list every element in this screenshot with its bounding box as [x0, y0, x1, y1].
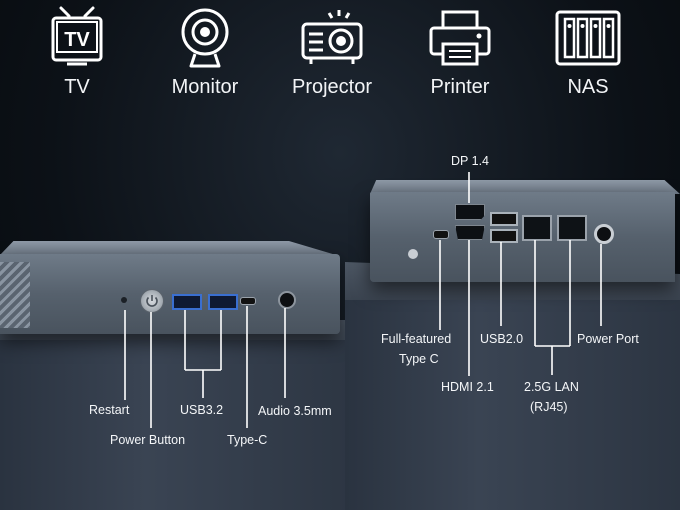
label-audio: Audio 3.5mm	[258, 404, 332, 418]
front-device-lid	[0, 241, 336, 255]
power-jack	[594, 224, 614, 244]
usb32-port-2	[208, 294, 238, 310]
device-label: Monitor	[171, 76, 239, 98]
rear-screw	[408, 249, 418, 259]
usb20-port-1	[490, 212, 518, 226]
svg-text:TV: TV	[64, 29, 90, 51]
usb20-port-2	[490, 229, 518, 243]
tv-icon: TV	[51, 6, 103, 66]
audio-jack	[278, 291, 296, 309]
device-label: Printer	[430, 76, 490, 98]
usb32-port-1	[172, 294, 202, 310]
device-nas: NAS	[533, 4, 643, 99]
webcam-icon	[181, 8, 229, 68]
front-vent	[0, 262, 30, 328]
label-lan-line1: 2.5G LAN	[524, 380, 579, 394]
device-tv: TV TV	[22, 4, 132, 99]
power-icon	[146, 295, 158, 307]
projector-icon	[301, 10, 363, 64]
power-button	[140, 289, 164, 313]
type-c-port	[240, 297, 256, 305]
label-full-type-c-line2: Type C	[399, 352, 439, 366]
label-power-button: Power Button	[110, 433, 186, 447]
device-projector: Projector	[277, 4, 387, 99]
label-usb20: USB2.0	[480, 332, 524, 346]
lan-port-2	[557, 215, 587, 241]
front-plinth	[0, 340, 365, 510]
label-type-c: Type-C	[227, 433, 268, 447]
restart-pinhole	[121, 297, 127, 303]
label-full-type-c-line1: Full-featured	[381, 332, 452, 346]
label-lan-line2: (RJ45)	[530, 400, 568, 414]
nas-icon	[555, 10, 621, 66]
device-monitor: Monitor	[150, 4, 260, 99]
label-power-port: Power Port	[577, 332, 639, 346]
dp-port	[455, 204, 485, 220]
label-restart: Restart	[89, 403, 130, 417]
device-label: NAS	[567, 76, 609, 98]
rear-plinth	[345, 300, 680, 510]
label-dp: DP 1.4	[451, 154, 489, 168]
device-label: TV	[64, 76, 90, 98]
label-usb32: USB3.2	[180, 403, 224, 417]
label-hdmi: HDMI 2.1	[441, 380, 494, 394]
rear-type-c-port	[433, 230, 449, 239]
device-printer: Printer	[405, 4, 515, 99]
device-label: Projector	[291, 76, 373, 98]
lan-port-1	[522, 215, 552, 241]
rear-device-lid	[370, 180, 680, 194]
device-icons-row: TV TV Monitor Projector	[0, 0, 680, 120]
printer-icon	[429, 10, 491, 66]
